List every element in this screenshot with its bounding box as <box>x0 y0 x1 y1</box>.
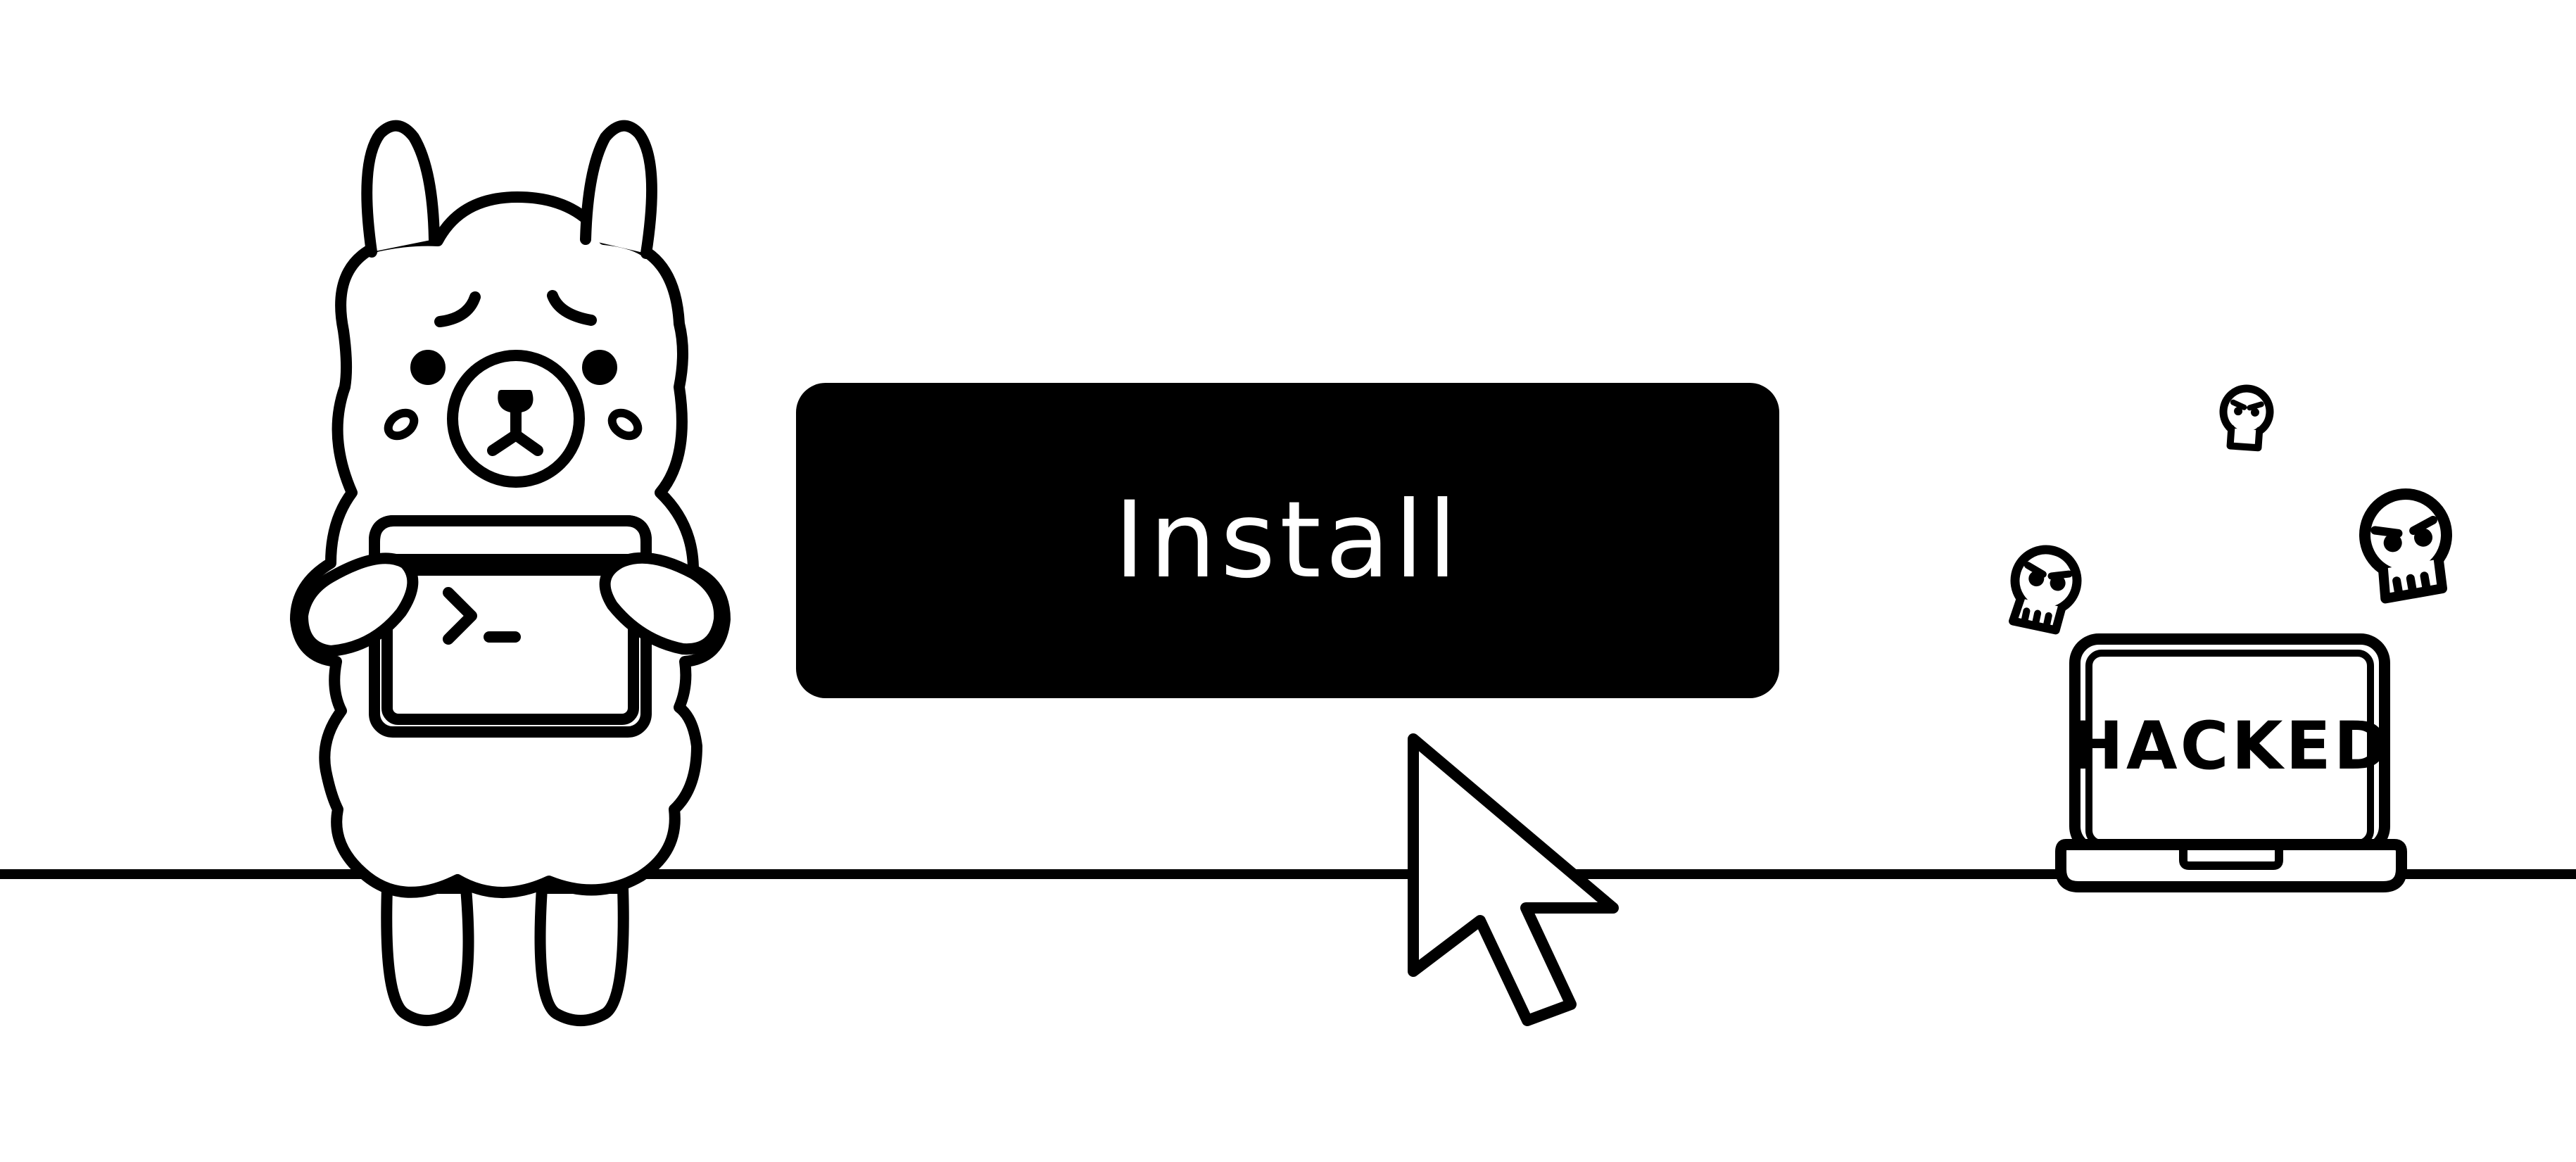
llama-mascot-icon <box>290 120 731 1026</box>
mouse-pointer-icon <box>1408 733 1619 1026</box>
skull-icon <box>2219 384 2274 452</box>
install-button-label: Install <box>1113 479 1462 602</box>
skull-icon <box>2009 545 2082 635</box>
install-button[interactable]: Install <box>796 383 1779 698</box>
laptop-icon <box>2055 633 2407 892</box>
laptop-screen-text: HACKED <box>2068 708 2391 785</box>
skull-icon <box>2359 488 2452 604</box>
terminal-icon <box>443 587 521 645</box>
